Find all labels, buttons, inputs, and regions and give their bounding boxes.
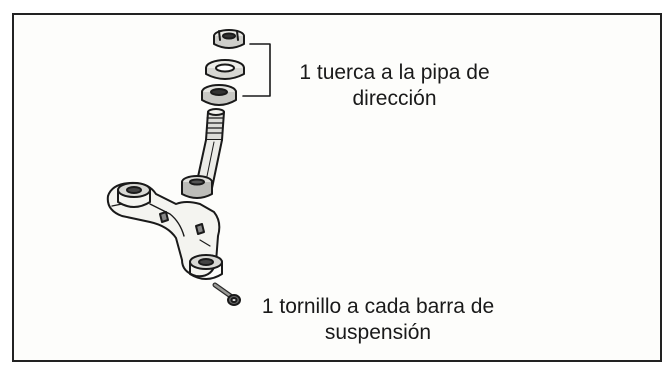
nut-callout-label: 1 tuerca a la pipa de dirección [282, 60, 507, 112]
screw-callout-label: 1 tornillo a cada barra de suspensión [244, 294, 512, 346]
nut-callout-line1: 1 tuerca a la pipa de [299, 61, 490, 84]
lower-triple-clamp [106, 181, 223, 280]
screw-callout-line1: 1 tornillo a cada barra de [261, 295, 495, 318]
screw-callout-line2: suspensión [324, 321, 432, 344]
lower-nut [201, 84, 237, 106]
stem-collar [181, 175, 213, 199]
nut-callout-line2: dirección [352, 87, 437, 110]
top-nut [213, 29, 245, 49]
pinch-bolt [212, 282, 241, 306]
nut-callout-bracket [242, 43, 271, 97]
middle-washer [205, 59, 245, 80]
